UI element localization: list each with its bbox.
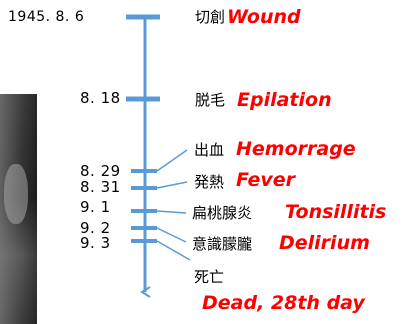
event-label-en: Delirium <box>279 232 370 254</box>
event-label-en: Epilation <box>237 89 332 111</box>
leader-lines <box>156 149 191 261</box>
event-label-jp: 死亡 <box>194 268 225 286</box>
event-label-jp: 意識朦朧 <box>192 235 253 253</box>
patient-photo <box>0 94 37 324</box>
event-label-en: Wound <box>227 6 301 28</box>
date-label: 1945. 8. 6 <box>8 9 85 25</box>
leader-09-01 <box>156 210 187 214</box>
date-label: 8. 18 <box>80 89 121 107</box>
leader-08-31 <box>156 181 188 189</box>
tick-marks <box>126 14 160 243</box>
event-label-en: Dead, 28th day <box>202 292 365 314</box>
event-label-jp: 切創 <box>195 8 226 26</box>
date-label: 8. 29 <box>80 162 121 180</box>
leader-09-02 <box>156 227 187 243</box>
event-label-jp: 出血 <box>194 141 225 159</box>
leader-08-29 <box>156 149 188 172</box>
photo-highlight <box>4 164 28 224</box>
event-label-jp: 脱毛 <box>195 91 226 109</box>
date-label: 8. 31 <box>80 178 121 196</box>
date-label: 9. 1 <box>80 198 111 216</box>
event-label-en: Fever <box>236 169 296 191</box>
event-label-jp: 扁桃腺炎 <box>192 204 253 222</box>
date-label: 9. 2 <box>80 219 111 237</box>
leader-09-03 <box>156 240 191 261</box>
event-label-en: Tonsillitis <box>285 201 387 223</box>
event-label-jp: 発熱 <box>194 173 225 191</box>
date-label: 9. 3 <box>80 234 111 252</box>
event-label-en: Hemorrage <box>236 138 356 160</box>
